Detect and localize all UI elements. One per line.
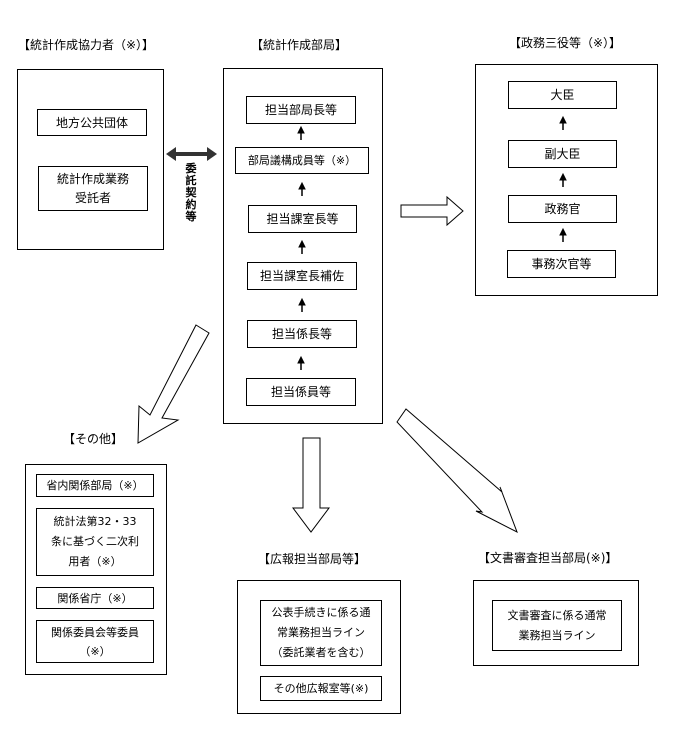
dept-box-director-general: 担当部局長等 bbox=[246, 96, 356, 124]
pr-box-other-pr-office: その他広報室等(※) bbox=[260, 676, 382, 701]
cooperator-box-contractor: 統計作成業務 受託者 bbox=[38, 166, 148, 211]
pr-box-publication-line: 公表手続きに係る通 常業務担当ライン （委託業者を含む） bbox=[260, 600, 382, 666]
pr-dept-heading: 【広報担当部局等】 bbox=[258, 552, 367, 566]
others-box-committee-members: 関係委員会等委員 （※） bbox=[36, 620, 154, 663]
cooperator-box-local-gov: 地方公共団体 bbox=[37, 109, 147, 136]
doc-review-heading: 【文書審査担当部局(※)】 bbox=[478, 551, 618, 565]
others-box-related-ministries: 関係省庁（※） bbox=[36, 587, 154, 609]
statistics-dept-heading: 【統計作成部局】 bbox=[251, 38, 348, 52]
dept-box-staff: 担当係員等 bbox=[246, 378, 356, 406]
others-box-internal-depts: 省内関係部局（※） bbox=[36, 474, 154, 497]
dept-box-division-director: 担当課室長等 bbox=[248, 205, 357, 233]
political-box-minister: 大臣 bbox=[508, 81, 617, 109]
political-box-parliamentary-secretary: 政務官 bbox=[508, 195, 617, 223]
doc-review-box-review-line: 文書審査に係る通常 業務担当ライン bbox=[492, 600, 622, 651]
others-box-secondary-users: 統計法第32・33 条に基づく二次利 用者（※） bbox=[36, 508, 154, 576]
up-arrow-icon bbox=[297, 125, 306, 370]
hollow-arrow-down-icon bbox=[292, 437, 330, 533]
dept-box-council-member: 部局議構成員等（※） bbox=[235, 147, 369, 174]
dept-box-deputy-director: 担当課室長補佐 bbox=[247, 262, 357, 290]
contract-relation-text: 委託契約等 bbox=[185, 162, 197, 223]
dept-box-section-chief: 担当係長等 bbox=[247, 320, 357, 348]
cooperators-heading: 【統計作成協力者（※）】 bbox=[18, 38, 155, 52]
hollow-arrow-down-right-icon bbox=[396, 408, 518, 534]
up-arrow-icon bbox=[559, 115, 567, 242]
political-heading: 【政務三役等（※）】 bbox=[509, 36, 622, 50]
hollow-arrow-down-left-icon bbox=[137, 324, 210, 444]
cooperators-group bbox=[17, 69, 164, 250]
double-arrow-icon bbox=[166, 147, 217, 161]
others-heading: 【その他】 bbox=[63, 432, 124, 446]
hollow-arrow-right-icon bbox=[400, 195, 464, 227]
contract-relation-label: 委託契約等 bbox=[184, 163, 198, 223]
political-box-vice-minister-admin: 事務次官等 bbox=[507, 250, 616, 278]
political-box-vice-minister: 副大臣 bbox=[508, 140, 617, 168]
